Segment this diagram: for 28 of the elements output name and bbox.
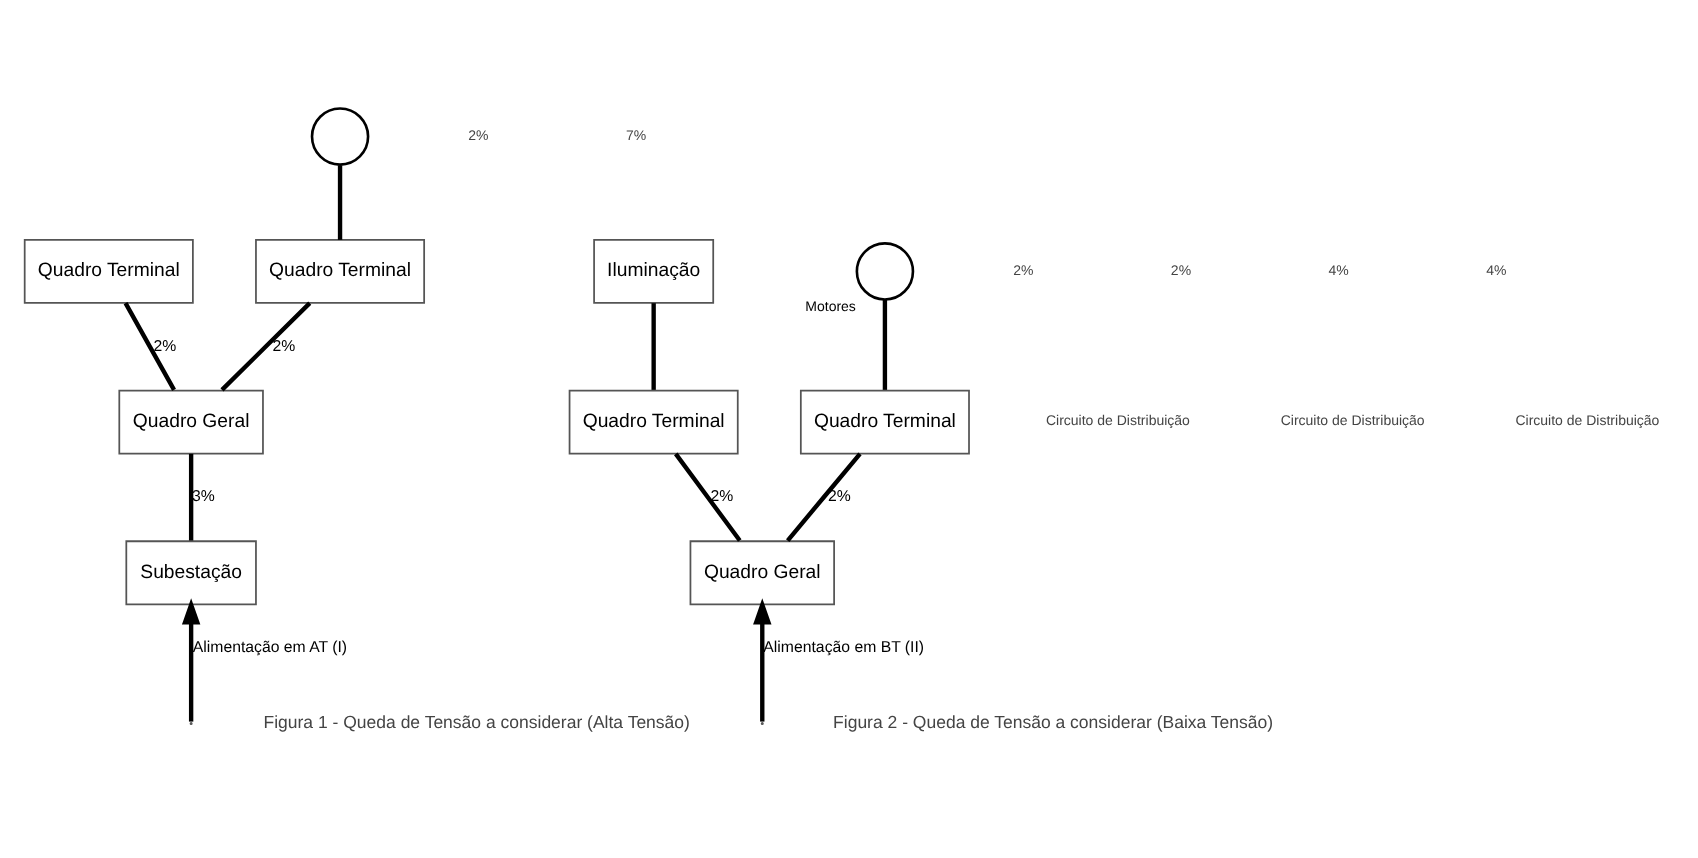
connector — [123, 301, 176, 390]
edge-label: Alimentação em AT (I) — [192, 636, 348, 655]
edge-label: 2% — [272, 335, 296, 354]
connector — [220, 300, 312, 391]
edge-label: 3% — [192, 486, 215, 505]
node-box: Quadro Terminal — [568, 388, 739, 454]
edge-label: 2% — [153, 335, 177, 354]
node-circle — [855, 241, 915, 300]
edge-label: Alimentação em BT (II) — [763, 636, 925, 655]
node-box: Quadro Terminal — [799, 388, 970, 454]
connector — [674, 451, 742, 541]
label: Figura 2 - Queda de Tensão a considerar (Baixa Tensão) — [833, 710, 1274, 731]
node-box: Quadro Geral — [689, 539, 835, 605]
connector — [188, 452, 194, 540]
connector — [786, 451, 862, 541]
connector — [337, 164, 343, 239]
connector — [882, 298, 888, 389]
label: Figura 1 - Queda de Tensão a considerar (Alta Tensão) — [263, 710, 690, 731]
node-box: Quadro Terminal — [23, 238, 194, 303]
edge-label: 2% — [710, 486, 734, 505]
arrow — [181, 597, 201, 721]
node-box: Subestação — [125, 539, 257, 605]
node-box: Quadro Geral — [118, 388, 264, 454]
node-box: Iluminação — [593, 238, 715, 303]
arrow — [753, 597, 772, 721]
connector — [651, 302, 656, 389]
node-circle — [310, 106, 370, 165]
node-box: Quadro Terminal — [255, 238, 426, 303]
